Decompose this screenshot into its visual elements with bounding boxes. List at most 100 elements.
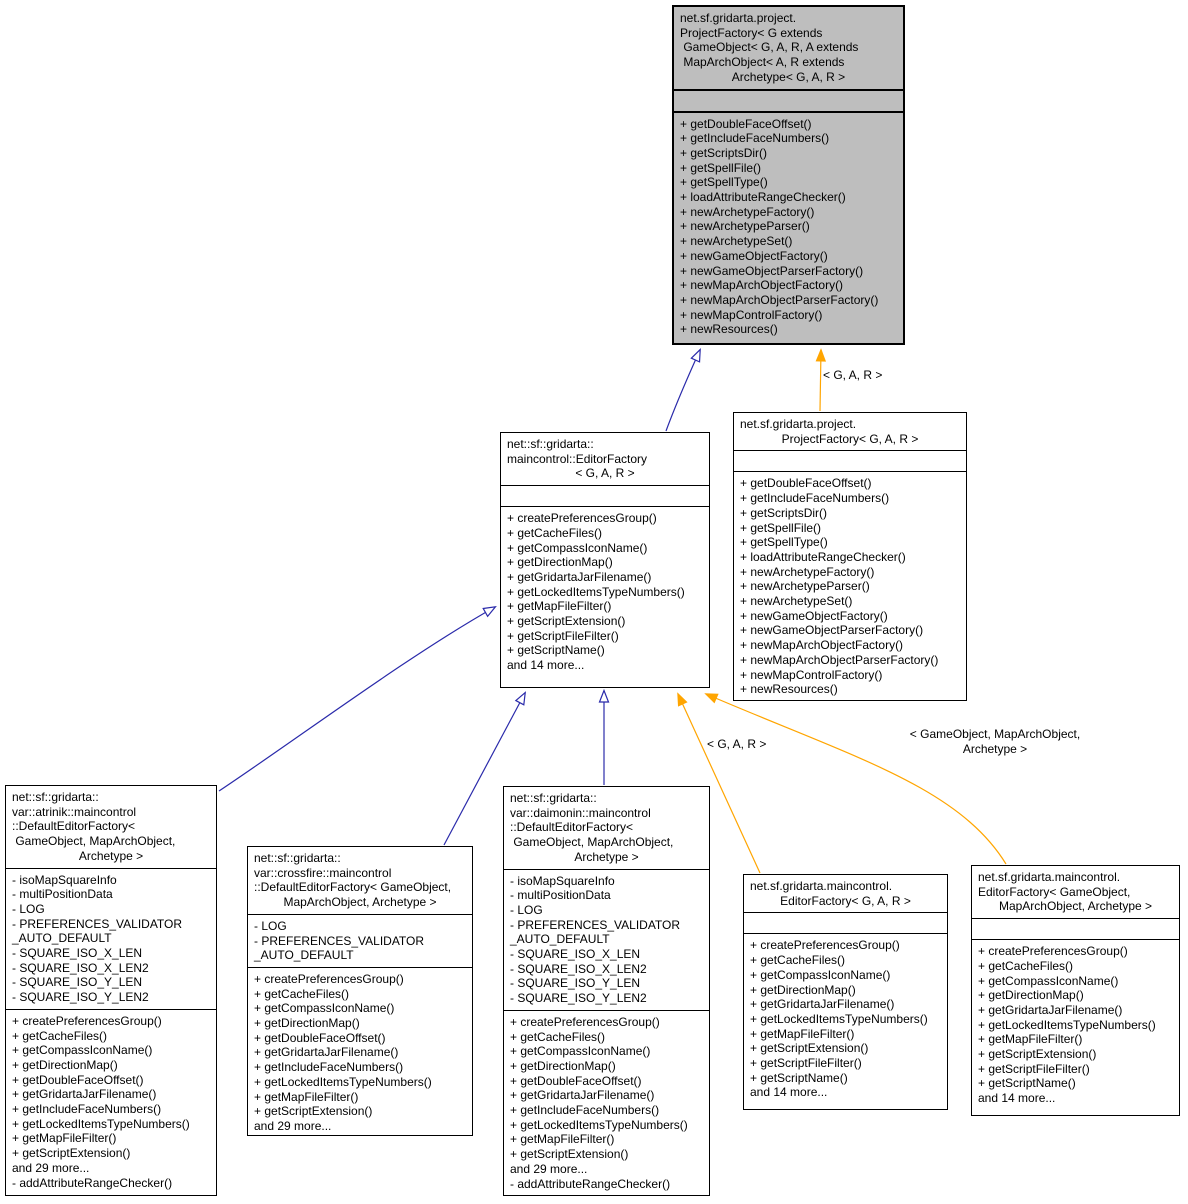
class-text-line: + getLockedItemsTypeNumbers() xyxy=(12,1116,190,1131)
class-methods: + createPreferencesGroup()+ getCacheFile… xyxy=(744,933,947,1104)
class-text-line: + getDoubleFaceOffset() xyxy=(254,1030,386,1045)
class-text-line: Archetype< G, A, R > xyxy=(731,69,846,84)
class-text-line: _AUTO_DEFAULT xyxy=(254,948,354,963)
class-text-line: GameObject, MapArchObject, xyxy=(12,834,176,849)
class-text-line: + getCacheFiles() xyxy=(750,953,846,968)
class-text-line: net::sf::gridarta:: xyxy=(510,791,597,805)
class-text-line: and 14 more... xyxy=(750,1085,828,1100)
class-text-line: + getCompassIconName() xyxy=(254,1001,395,1016)
class-text-line: and 29 more... xyxy=(12,1160,90,1175)
class-text-line: + getGridartaJarFilename() xyxy=(12,1087,157,1102)
class-text-line: var::daimonin::maincontrol xyxy=(510,805,651,820)
class-text-line: Archetype > xyxy=(574,849,639,864)
template-args-label-line1: < GameObject, MapArchObject, xyxy=(909,727,1081,741)
class-text-line: + getScriptName() xyxy=(750,1070,848,1085)
class-text-line: + getIncludeFaceNumbers() xyxy=(254,1060,404,1075)
class-text-line: + getGridartaJarFilename() xyxy=(254,1045,399,1060)
class-text-line: + getLockedItemsTypeNumbers() xyxy=(507,584,685,599)
class-node-project-factory-bounded[interactable]: net.sf.gridarta.project.ProjectFactory< … xyxy=(672,5,905,345)
class-methods: + createPreferencesGroup()+ getCacheFile… xyxy=(248,966,472,1135)
class-text-line: - SQUARE_ISO_Y_LEN2 xyxy=(12,990,149,1005)
class-text-line: + getCacheFiles() xyxy=(507,525,603,540)
class-node-maincontrol-editor-factory-instantiated[interactable]: net.sf.gridarta.maincontrol.EditorFactor… xyxy=(971,865,1180,1116)
class-text-line: + getScriptsDir() xyxy=(740,505,828,520)
class-methods: + createPreferencesGroup()+ getCacheFile… xyxy=(504,1009,709,1195)
class-text-line: GameObject, MapArchObject, xyxy=(510,835,674,850)
class-text-line: - addAttributeRangeChecker() xyxy=(12,1175,173,1190)
class-text-line: + getScriptExtension() xyxy=(12,1146,131,1161)
class-text-line: - PREFERENCES_VALIDATOR xyxy=(254,933,425,948)
class-node-project-factory-generic[interactable]: net.sf.gridarta.project.ProjectFactory< … xyxy=(733,412,967,701)
class-text-line: - PREFERENCES_VALIDATOR xyxy=(510,917,681,932)
class-text-line: + getCompassIconName() xyxy=(978,973,1119,988)
class-text-line: + getGridartaJarFilename() xyxy=(507,569,652,584)
class-text-line: + getSpellFile() xyxy=(680,160,762,175)
class-text-line: + newArchetypeFactory() xyxy=(680,204,815,219)
class-title: net.sf.gridarta.project.ProjectFactory< … xyxy=(734,413,966,450)
class-text-line: + getLockedItemsTypeNumbers() xyxy=(978,1017,1156,1032)
class-text-line: + getScriptExtension() xyxy=(750,1041,869,1056)
class-text-line: net.sf.gridarta.project. xyxy=(680,11,797,25)
class-text-line: + getMapFileFilter() xyxy=(254,1089,359,1104)
class-text-line: + newResources() xyxy=(680,322,778,337)
class-text-line: + getScriptName() xyxy=(507,643,605,658)
class-text-line: + getCompassIconName() xyxy=(507,540,648,555)
template-args-label-editor-gar: < G, A, R > xyxy=(707,737,767,751)
class-text-line: - SQUARE_ISO_X_LEN2 xyxy=(12,960,149,975)
class-text-line: and 14 more... xyxy=(507,658,585,673)
class-text-line: maincontrol::EditorFactory xyxy=(507,451,648,466)
class-methods: + getDoubleFaceOffset()+ getIncludeFaceN… xyxy=(734,471,966,700)
class-text-line: + getIncludeFaceNumbers() xyxy=(740,491,890,506)
class-text-line: + getCacheFiles() xyxy=(254,986,350,1001)
inheritance-arrow-crossfire-to-editorfactory xyxy=(443,693,525,846)
class-text-line: + getDirectionMap() xyxy=(507,555,613,570)
template-args-label-project: < G, A, R > xyxy=(823,368,883,382)
class-text-line: + newMapArchObjectFactory() xyxy=(680,278,844,293)
class-text-line: + newGameObjectParserFactory() xyxy=(680,263,864,278)
class-text-line: ::DefaultEditorFactory< xyxy=(12,819,136,834)
class-text-line: + getScriptFileFilter() xyxy=(750,1056,862,1071)
template-args-label-editor-full: < GameObject, MapArchObject, Archetype > xyxy=(880,727,1110,756)
class-node-atrinik-default-editor-factory[interactable]: net::sf::gridarta::var::atrinik::maincon… xyxy=(5,785,217,1196)
class-text-line: MapArchObject< A, R extends xyxy=(680,55,845,70)
class-node-crossfire-default-editor-factory[interactable]: net::sf::gridarta::var::crossfire::mainc… xyxy=(247,846,473,1136)
class-text-line: + getGridartaJarFilename() xyxy=(750,997,895,1012)
class-node-editor-factory-interface[interactable]: net::sf::gridarta::maincontrol::EditorFa… xyxy=(500,432,710,688)
class-text-line: + getMapFileFilter() xyxy=(510,1132,615,1147)
class-text-line: + getSpellType() xyxy=(740,535,828,550)
class-text-line: + getScriptFileFilter() xyxy=(978,1061,1090,1076)
class-text-line: - SQUARE_ISO_X_LEN2 xyxy=(510,961,647,976)
class-text-line: - multiPositionData xyxy=(510,888,611,903)
class-text-line: var::crossfire::maincontrol xyxy=(254,865,392,880)
class-title: net::sf::gridarta::var::atrinik::maincon… xyxy=(6,786,216,868)
class-node-maincontrol-editor-factory-generic[interactable]: net.sf.gridarta.maincontrol.EditorFactor… xyxy=(743,874,948,1110)
class-text-line: + getCacheFiles() xyxy=(510,1029,606,1044)
class-attributes: - isoMapSquareInfo- multiPositionData- L… xyxy=(6,867,216,1009)
class-text-line: - SQUARE_ISO_X_LEN xyxy=(12,946,143,961)
class-text-line: + getScriptName() xyxy=(978,1076,1076,1091)
class-text-line: _AUTO_DEFAULT xyxy=(12,931,112,946)
class-text-line: + newGameObjectFactory() xyxy=(740,608,888,623)
class-text-line: + newMapArchObjectParserFactory() xyxy=(680,292,879,307)
class-text-line: + getIncludeFaceNumbers() xyxy=(680,131,830,146)
class-text-line: + getMapFileFilter() xyxy=(12,1131,117,1146)
class-text-line: net::sf::gridarta:: xyxy=(254,851,341,865)
class-text-line: - addAttributeRangeChecker() xyxy=(510,1176,671,1191)
class-text-line: + newArchetypeSet() xyxy=(740,594,853,609)
class-text-line: - isoMapSquareInfo xyxy=(12,872,117,887)
template-arrow-maincontrol-editorfactory-gar-to-editorfactory xyxy=(677,692,761,874)
class-text-line: - LOG xyxy=(12,901,45,916)
class-title: net::sf::gridarta::maincontrol::EditorFa… xyxy=(501,433,709,485)
class-text-line: + newGameObjectParserFactory() xyxy=(740,623,924,638)
class-text-line: - SQUARE_ISO_Y_LEN xyxy=(510,976,641,991)
class-text-line: + newMapControlFactory() xyxy=(740,667,883,682)
class-attributes: - isoMapSquareInfo- multiPositionData- L… xyxy=(504,868,709,1010)
template-arrow-maincontrol-editorfactory-full-to-editorfactory xyxy=(704,693,1007,865)
class-node-daimonin-default-editor-factory[interactable]: net::sf::gridarta::var::daimonin::mainco… xyxy=(503,786,710,1196)
class-attributes xyxy=(501,485,709,506)
class-text-line: - isoMapSquareInfo xyxy=(510,873,615,888)
class-text-line: + getScriptExtension() xyxy=(978,1047,1097,1062)
class-text-line: - LOG xyxy=(254,918,287,933)
class-text-line: + getDirectionMap() xyxy=(12,1057,118,1072)
class-text-line: + getCompassIconName() xyxy=(750,967,891,982)
